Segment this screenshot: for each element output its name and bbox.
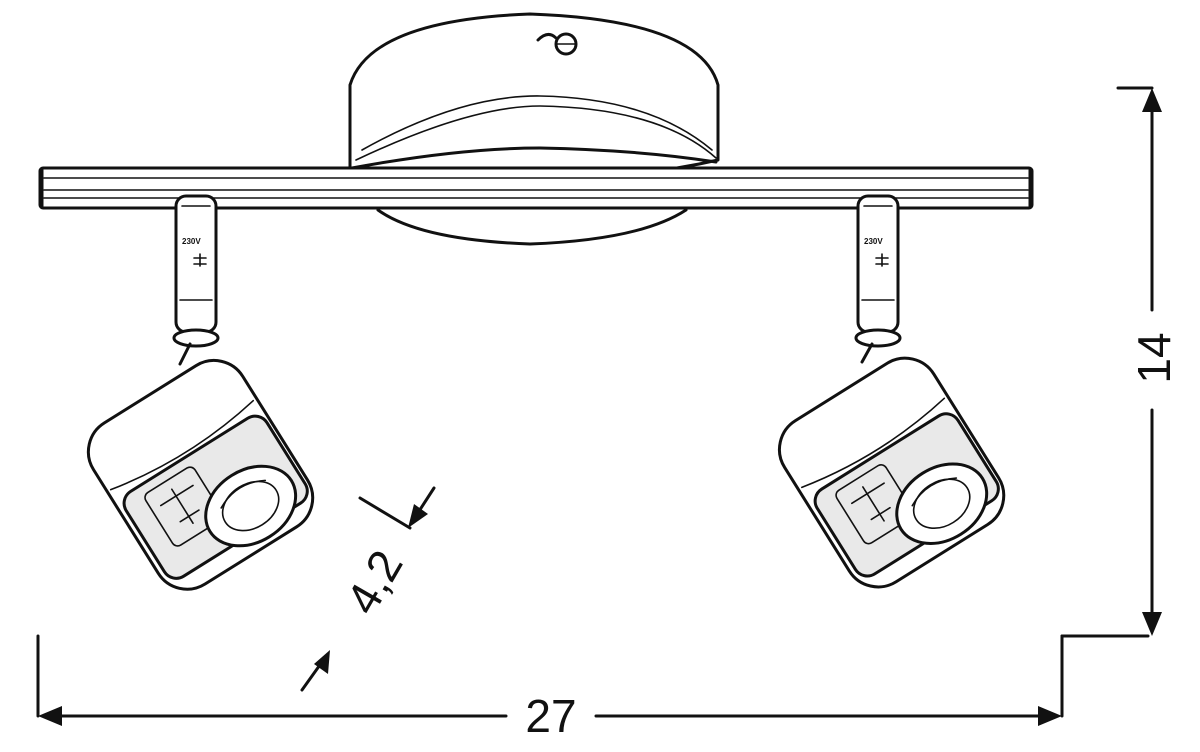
width-label: 27	[525, 690, 576, 742]
mounting-screw	[536, 32, 578, 56]
shade-diameter-dimension: 4,2	[300, 486, 436, 692]
rail-bar	[38, 166, 1034, 210]
canopy	[348, 12, 720, 246]
right-socket-label: 230V	[864, 237, 883, 246]
right-spotlight: 230V	[777, 194, 1006, 589]
width-dimension: 27	[36, 634, 1150, 742]
height-dimension: 14	[1116, 86, 1180, 636]
left-socket: 230V	[172, 194, 220, 366]
shade-diameter-label: 4,2	[336, 541, 413, 622]
height-label: 14	[1128, 332, 1180, 383]
left-spotlight: 230V	[86, 194, 315, 591]
left-socket-label: 230V	[182, 237, 201, 246]
right-socket: 230V	[854, 194, 902, 364]
